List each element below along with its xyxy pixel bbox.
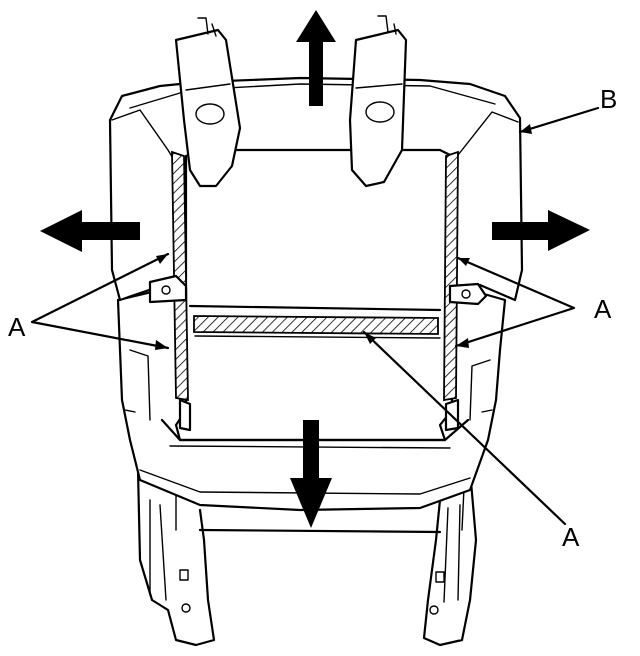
arrow-left-icon (40, 210, 140, 252)
leader-lines (30, 106, 600, 526)
top-clip-tabs (174, 15, 408, 188)
bottom-clip-strip (193, 315, 439, 335)
callout-a-left: A (8, 312, 26, 342)
callout-a-bottom: A (562, 522, 580, 552)
right-clip-strip (443, 150, 459, 402)
arrow-right-icon (492, 210, 590, 251)
direction-arrows (40, 10, 590, 528)
callout-b: B (600, 84, 617, 114)
callout-a-right: A (594, 294, 612, 324)
clip-strips (171, 150, 459, 402)
side-tabs (148, 274, 488, 432)
arrow-down-icon (290, 420, 332, 528)
arrow-up-icon (296, 10, 336, 106)
left-clip-strip (171, 150, 189, 402)
console-opening (160, 148, 470, 449)
